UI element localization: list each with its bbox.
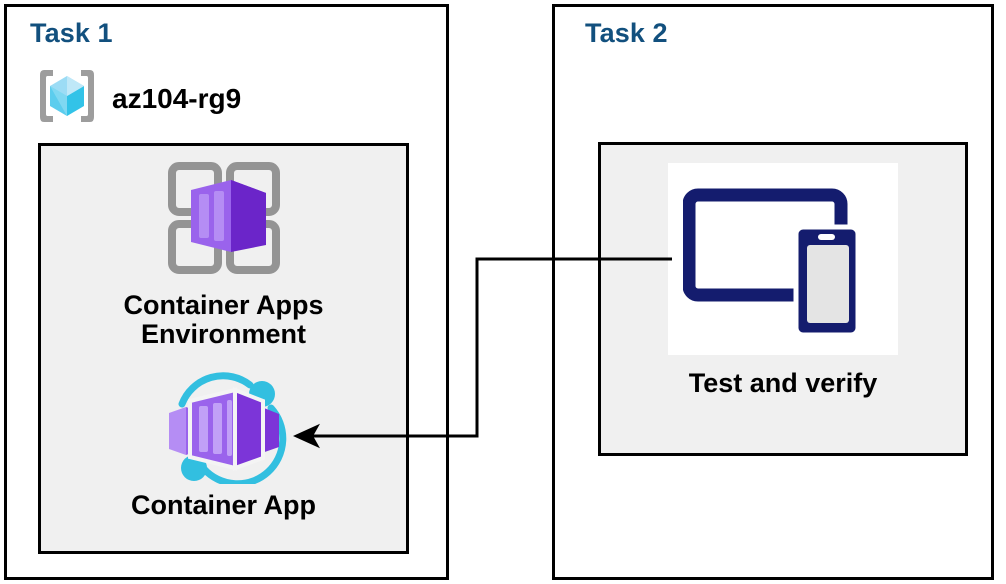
resource-group-row: az104-rg9 [34,63,241,134]
node-container-app-caption: Container App [131,490,316,520]
node-container-apps-environment: Container Apps Environment [38,152,409,349]
node-test-and-verify-caption: Test and verify [688,368,878,398]
azure-resource-group-icon [34,63,100,134]
container-apps-environment-icon [158,152,290,289]
task-1-label: Task 1 [30,18,113,48]
node-container-apps-environment-caption: Container Apps Environment [123,290,324,350]
node-container-app: Container App [38,368,409,520]
resource-group-name: az104-rg9 [112,82,242,114]
task-2-label: Task 2 [585,18,668,48]
test-and-verify-devices-icon [682,177,883,342]
test-and-verify-icon-plate [668,163,898,355]
container-app-icon [149,368,299,489]
node-test-and-verify: Test and verify [598,163,968,398]
